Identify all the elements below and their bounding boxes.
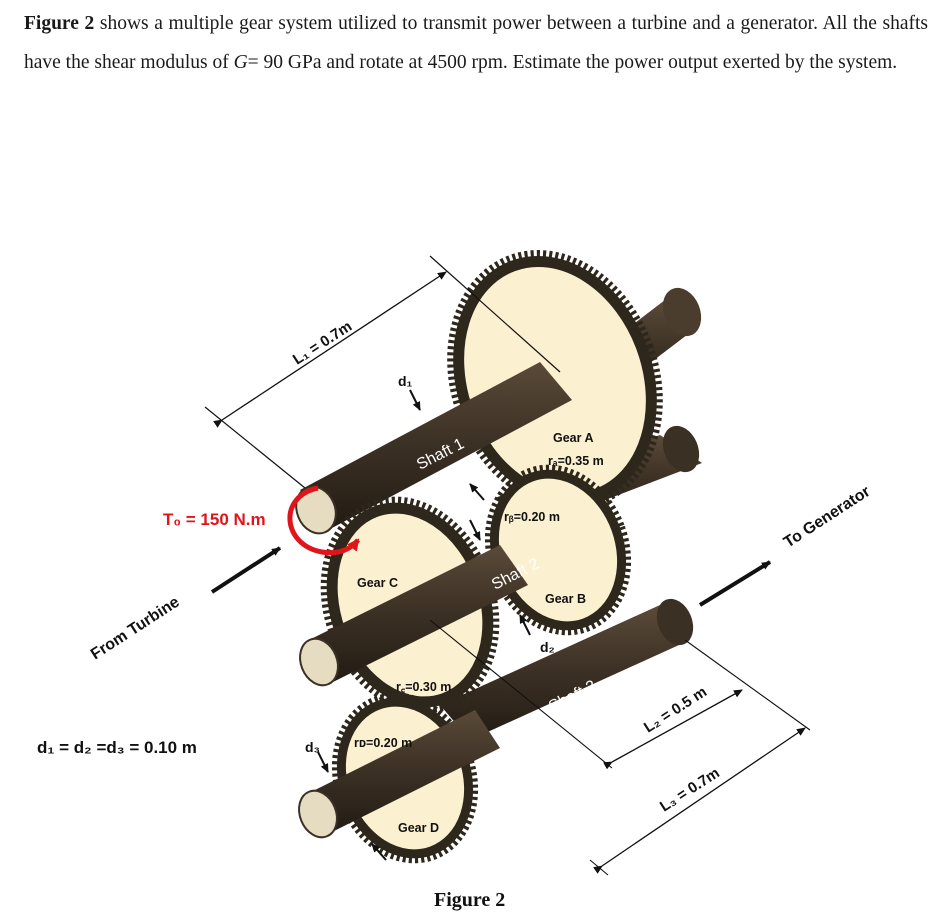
d1-label: d₁ [398, 373, 413, 389]
gear-c-name: Gear C [357, 576, 398, 590]
d3-arrow [317, 751, 329, 773]
shaft3-bottom-arrow [371, 843, 387, 861]
gear-d-name: Gear D [398, 821, 439, 835]
problem-text-2: = 90 GPa and rotate at 4500 rpm. Estimat… [247, 52, 898, 73]
gear-c-radius: r꜀=0.30 m [396, 680, 451, 694]
shaft-2-front [299, 545, 528, 687]
problem-text-1: shows a multiple gear system utilized to… [24, 13, 928, 73]
shaft-3-front [298, 710, 500, 839]
d3-label: d₃ [305, 739, 320, 755]
turbine-arrow [210, 546, 282, 594]
figure-caption: Figure 2 [434, 889, 506, 911]
gear-d-radius: rᴅ=0.20 m [354, 736, 412, 750]
to-generator-label: To Generator [781, 483, 874, 551]
d2-label: d₂ [540, 639, 555, 655]
gear-b-radius: rᵦ=0.20 m [504, 510, 560, 524]
shaft1-bottom-arrow [469, 483, 485, 501]
torque-label: T₀ = 150 N.m [163, 510, 266, 529]
d2-arrow [519, 614, 531, 636]
shaft2-top-arrow [469, 519, 481, 541]
shear-modulus-symbol: G [233, 52, 248, 73]
from-turbine-label: From Turbine [88, 594, 183, 664]
problem-statement: Figure 2 shows a multiple gear system ut… [24, 4, 928, 82]
generator-arrow [698, 560, 772, 607]
gear-a-name: Gear A [553, 431, 594, 445]
dimension-l3 [589, 639, 811, 876]
gear-b [484, 464, 632, 636]
l1-label: L₁ = 0.7m [290, 318, 355, 369]
gear-b-name: Gear B [545, 592, 586, 606]
l2-label: L₂ = 0.5 m [641, 683, 710, 736]
figure-reference: Figure 2 [24, 13, 95, 34]
gear-a-radius: rₐ=0.35 m [548, 454, 604, 468]
shaft-1-body [295, 362, 572, 535]
dimension-l1 [204, 255, 561, 489]
shaft-3-body [440, 598, 694, 740]
torque-arrow [287, 485, 360, 556]
diameters-label: d₁ = d₂ =d₃ = 0.10 m [37, 738, 197, 757]
d1-arrow [409, 389, 421, 411]
